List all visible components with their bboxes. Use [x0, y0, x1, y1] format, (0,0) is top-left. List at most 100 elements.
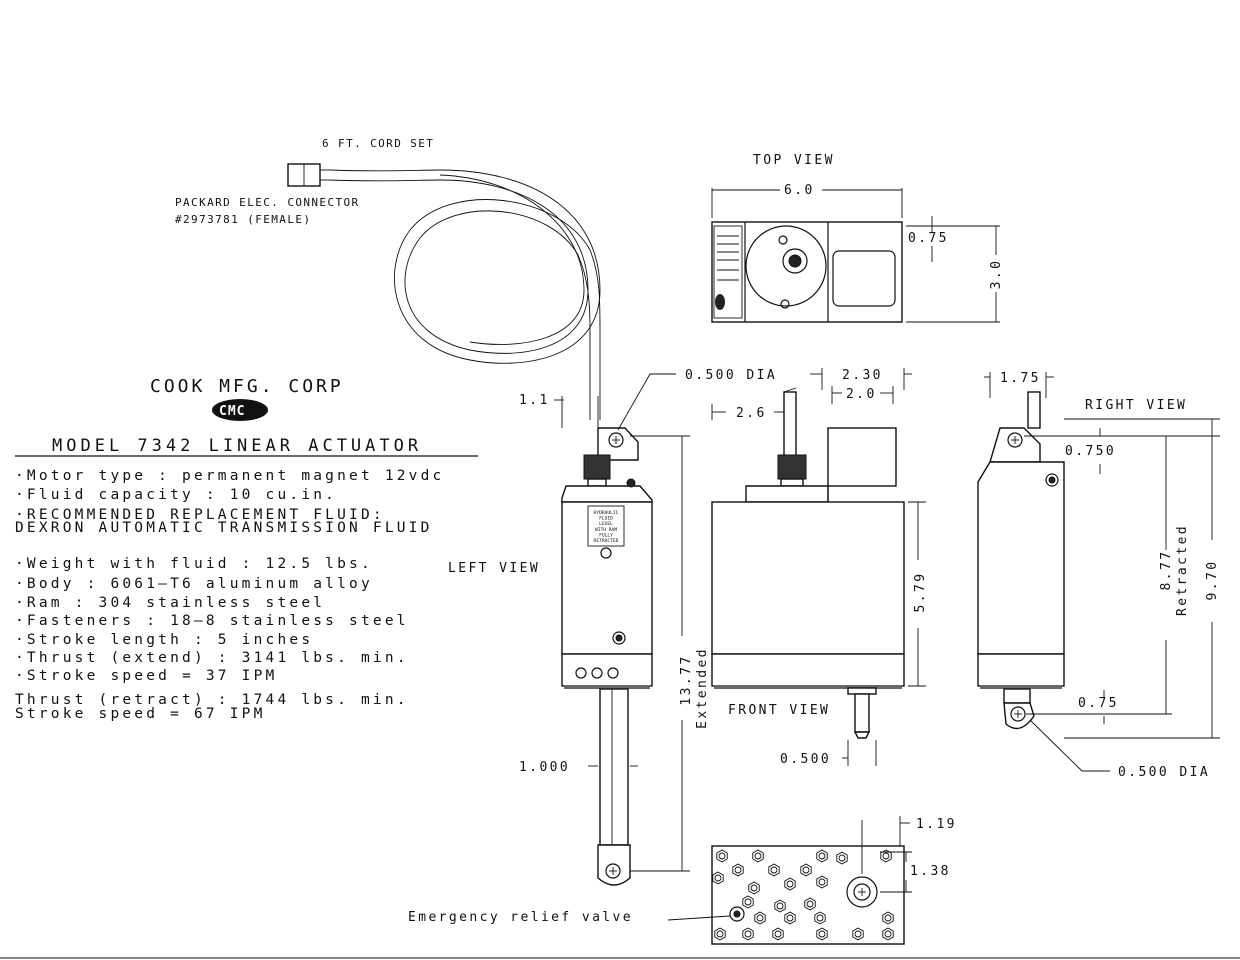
- spec-line: ·Ram : 304 stainless steel: [15, 595, 325, 611]
- dim-front-height: 5.79: [913, 572, 928, 613]
- port-hole: [716, 930, 724, 938]
- spec-line: ·Stroke length : 5 inches: [15, 632, 313, 648]
- port-hex: [816, 927, 828, 941]
- cmc-logo: CMC: [212, 399, 268, 421]
- dim-pin-dia-bottom: 0.500 DIA: [1118, 765, 1210, 780]
- model-title: MODEL 7342 LINEAR ACTUATOR: [52, 436, 422, 456]
- port-hole: [770, 866, 778, 874]
- port-hex: [732, 863, 744, 877]
- port-hole: [884, 914, 892, 922]
- spec-list: ·Motor type : permanent magnet 12vdc ·Flu…: [15, 468, 444, 722]
- port-hole: [734, 866, 742, 874]
- port-hex: [742, 895, 754, 909]
- port-hex: [752, 849, 764, 863]
- dim-retracted: 8.77: [1159, 550, 1174, 591]
- dim-overall: 9.70: [1205, 560, 1220, 601]
- front-view: FRONT VIEW 2.30 2.0 2.6: [711, 368, 928, 767]
- nameplate: [713, 225, 743, 319]
- port-hole: [884, 930, 892, 938]
- port-hole: [806, 900, 814, 908]
- port-hole: [756, 914, 764, 922]
- port-hex: [712, 871, 724, 885]
- top-view-label: TOP VIEW: [753, 153, 835, 168]
- port-hole: [786, 880, 794, 888]
- port-hex: [748, 881, 760, 895]
- dim-rod-dia: 1.000: [519, 760, 570, 775]
- dim-right-bottom: 0.75: [1078, 696, 1119, 711]
- port-hole: [854, 930, 862, 938]
- connector-label-1: PACKARD ELEC. CONNECTOR: [175, 196, 360, 209]
- port-hole: [754, 852, 762, 860]
- dim-front-b: 2.0: [846, 387, 877, 402]
- dim-left-top: 1.1: [519, 393, 550, 408]
- port-hex: [836, 851, 848, 865]
- spec-line: ·Thrust (extend) : 3141 lbs. min.: [15, 650, 409, 666]
- port-hex: [816, 875, 828, 889]
- left-view-label: LEFT VIEW: [448, 561, 540, 576]
- port-hole: [786, 914, 794, 922]
- port-hole: [750, 884, 758, 892]
- dim-front-rod: 0.500: [780, 752, 831, 767]
- spec-line: Stroke speed = 67 IPM: [15, 706, 266, 722]
- dim-bottom-a: 1.19: [916, 817, 957, 832]
- reservoir-label-line: WITH RAM: [595, 527, 617, 533]
- port-hex: [784, 911, 796, 925]
- connector-label-2: #2973781 (FEMALE): [175, 213, 311, 226]
- port-hole: [802, 866, 810, 874]
- port-hex: [816, 849, 828, 863]
- spec-line: ·Fluid capacity : 10 cu.in.: [15, 487, 337, 503]
- right-view: RIGHT VIEW 1.75 0.750 8.77 Retracted 9.7: [977, 371, 1220, 780]
- relief-valve-label: Emergency relief valve: [408, 910, 633, 925]
- port-hole: [882, 852, 890, 860]
- port-hole: [714, 874, 722, 882]
- dim-top-offset: 0.75: [908, 231, 949, 246]
- dim-right-top: 1.75: [1000, 371, 1041, 386]
- spec-line: ·Fasteners : 18–8 stainless steel: [15, 613, 409, 629]
- dim-extended-label: Extended: [695, 647, 710, 729]
- right-view-label: RIGHT VIEW: [1085, 398, 1187, 413]
- dim-extended: 13.77: [679, 654, 694, 705]
- spec-line: ·Weight with fluid : 12.5 lbs.: [15, 556, 373, 572]
- spec-line: ·RECOMMENDED REPLACEMENT FLUID:: [15, 507, 385, 523]
- company-name: COOK MFG. CORP: [150, 376, 344, 397]
- port-hex: [882, 927, 894, 941]
- port-hex: [768, 863, 780, 877]
- spec-line: ·Stroke speed = 37 IPM: [15, 668, 277, 684]
- bottom-view: 1.19 1.38 Emergency relief valve: [408, 816, 957, 945]
- reservoir-label-line: HYDRAULIC: [594, 510, 619, 516]
- port-hole: [774, 930, 782, 938]
- port-hex: [784, 877, 796, 891]
- port-hole: [818, 852, 826, 860]
- dim-pin-dia-top: 0.500 DIA: [685, 368, 777, 383]
- port-hex: [742, 927, 754, 941]
- port-hex: [852, 927, 864, 941]
- port-hex: [774, 899, 786, 913]
- port-hex: [800, 863, 812, 877]
- port-hex: [754, 911, 766, 925]
- reservoir-label-line: FULLY: [599, 532, 613, 538]
- dim-right-offset: 0.750: [1065, 444, 1116, 459]
- spec-line: Thrust (retract) : 1744 lbs. min.: [15, 692, 409, 708]
- front-view-label: FRONT VIEW: [728, 703, 830, 718]
- spec-line: ·Motor type : permanent magnet 12vdc: [15, 468, 444, 484]
- dim-front-c: 2.6: [736, 406, 767, 421]
- port-hex: [880, 849, 892, 863]
- dim-front-a: 2.30: [842, 368, 883, 383]
- port-hex: [804, 897, 816, 911]
- port-hole: [818, 930, 826, 938]
- port-hex: [716, 849, 728, 863]
- port-hole: [838, 854, 846, 862]
- port-hex: [714, 927, 726, 941]
- port-hex: [772, 927, 784, 941]
- spec-line: DEXRON AUTOMATIC TRANSMISSION FLUID: [15, 520, 433, 536]
- company-block: COOK MFG. CORP CMC MODEL 7342 LINEAR ACT…: [15, 376, 478, 457]
- cord-set: 6 FT. CORD SET PACKARD ELEC. CONNECTOR #…: [175, 137, 601, 420]
- top-view: TOP VIEW 6.0 3.0 0.75: [711, 153, 1004, 323]
- reservoir-label-line: FLUID: [599, 516, 613, 522]
- dim-retracted-label: Retracted: [1175, 524, 1190, 616]
- port-hex: [882, 911, 894, 925]
- port-hole: [744, 930, 752, 938]
- port-hex: [814, 911, 826, 925]
